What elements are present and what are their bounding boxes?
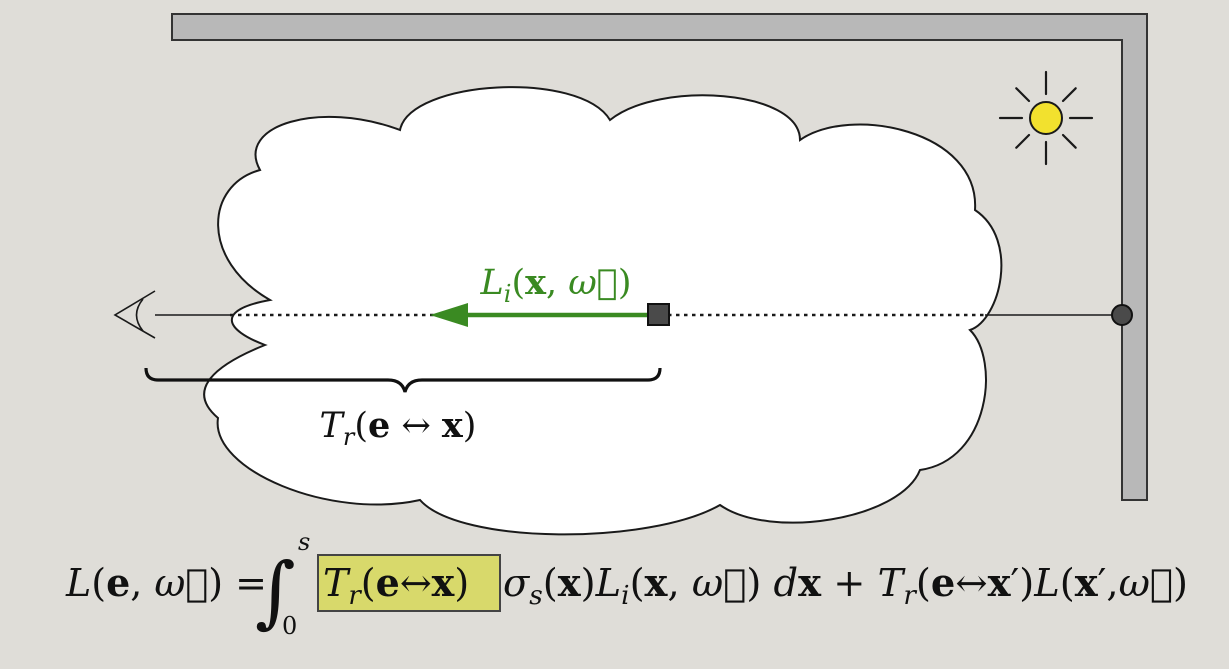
sun-icon (998, 70, 1094, 166)
equation-rest: σs(x)Li(x, ω⃗) dx + Tr(e↔x′)L(x′,ω⃗) (503, 560, 1188, 611)
transmittance-brace (144, 367, 662, 393)
volume-rendering-equation: L(e, ω⃗) = ∫ s 0 Tr(e↔x) σs(x)Li(x, ω⃗) … (65, 528, 1188, 640)
transmittance-label: Tr(e ↔ x) (320, 405, 477, 451)
sun-ray (1061, 87, 1077, 103)
integral-sign: ∫ (255, 547, 296, 637)
incoming-radiance-label: Li(x, ω⃗) (480, 262, 632, 308)
wall (171, 13, 1148, 501)
sun-ray (1015, 133, 1031, 149)
eye-icon (113, 290, 156, 339)
integral-lower-limit: 0 (282, 612, 297, 640)
sun-ray (1015, 87, 1031, 103)
surface-point-icon (1111, 304, 1133, 326)
participating-medium-cloud (203, 86, 1003, 536)
scatter-point-icon (647, 303, 670, 326)
equation-highlighted-term: Tr(e↔x) (323, 560, 469, 611)
integral-upper-limit: s (298, 528, 310, 556)
incoming-radiance-arrowhead (430, 303, 468, 327)
highlighted-transmittance-term (317, 554, 501, 612)
equation-lhs: L(e, ω⃗) = (65, 560, 267, 605)
sun-ray (1061, 133, 1077, 149)
